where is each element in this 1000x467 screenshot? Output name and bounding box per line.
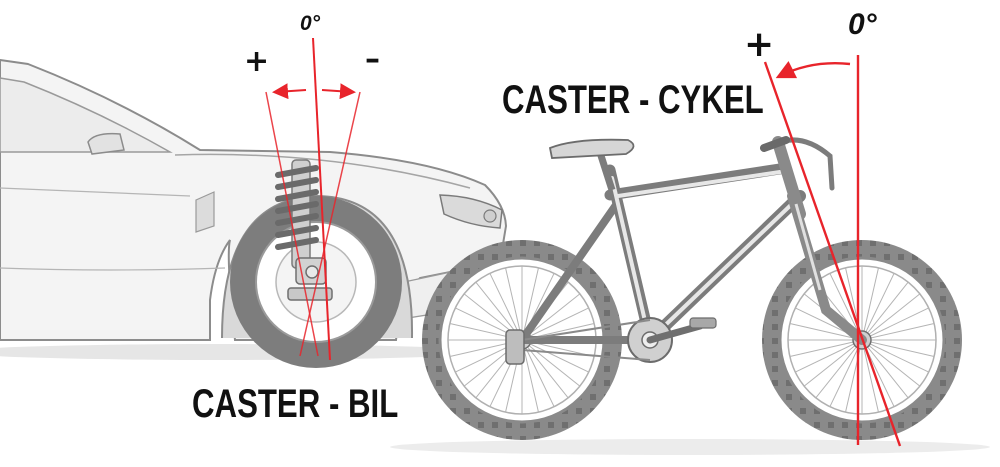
wheel-spoke [861, 267, 879, 341]
wheel-spoke [861, 307, 929, 341]
wheel-spoke [521, 267, 539, 341]
wheel-spoke [829, 273, 863, 341]
wheel-spoke [521, 307, 589, 341]
bike-title: CASTER - CYKEL [502, 78, 764, 122]
wheel-spoke [789, 339, 863, 357]
wheel-spoke [861, 323, 935, 341]
bike-zero-label: 0° [848, 8, 877, 41]
wheel-spoke [861, 273, 895, 341]
wheel-spoke [861, 339, 879, 413]
wheel-spoke [829, 339, 863, 407]
car-minus-label: – [365, 42, 380, 77]
car-minus-arrow [321, 83, 356, 100]
wheel-spoke [861, 339, 921, 387]
wheel-spoke [789, 323, 863, 341]
wheel-spoke [795, 339, 863, 373]
bike-caster-arrow [775, 60, 851, 79]
car-plus-label: + [244, 44, 270, 79]
bike-plus-line [763, 61, 902, 447]
bike-plus-label: + [744, 24, 775, 65]
wheel-spoke [489, 273, 523, 341]
car-minus-line [299, 91, 361, 357]
car-front-icon [0, 37, 508, 368]
wheel-spoke [505, 267, 523, 341]
car-zero-label: 0° [300, 12, 321, 35]
wheel-spoke [861, 339, 929, 373]
bicycle-icon [390, 55, 990, 455]
wheel-spoke [521, 339, 589, 373]
car-title: CASTER - BIL [192, 382, 399, 426]
wheel-spoke [521, 339, 581, 387]
wheel-spoke [803, 339, 863, 387]
wheel-spoke [815, 339, 863, 399]
wheel-spoke [861, 281, 909, 341]
car-plus-arrow [272, 83, 307, 100]
wheel-spoke [861, 293, 921, 341]
wheel-spoke [861, 339, 935, 357]
wheel-spoke [845, 339, 863, 413]
car-zero-line [312, 37, 331, 361]
wheel-spoke [861, 339, 909, 399]
